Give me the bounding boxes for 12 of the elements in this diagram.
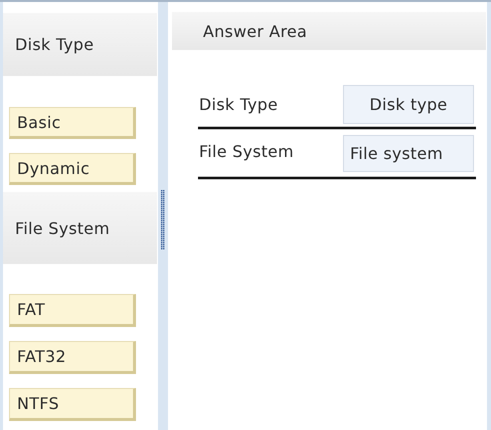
answer-target: File system xyxy=(343,135,474,172)
panel-header: Answer Area xyxy=(172,12,486,50)
drag-item: FAT xyxy=(9,294,136,327)
section-header: Disk Type xyxy=(3,13,157,76)
drag-item: Basic xyxy=(9,107,136,139)
drag-item: Dynamic xyxy=(9,153,136,185)
answer-target: Disk type xyxy=(343,85,474,124)
drag-item: FAT32 xyxy=(9,341,136,374)
row-label: File System xyxy=(199,142,294,161)
section-header: File System xyxy=(3,192,157,264)
drag-item: NTFS xyxy=(9,388,136,421)
row-label: Disk Type xyxy=(199,95,278,114)
